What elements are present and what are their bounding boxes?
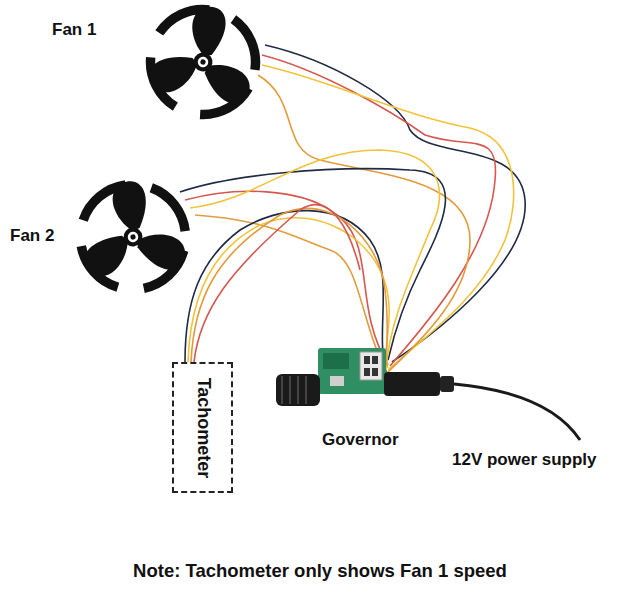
dashed-box: Tachometer: [172, 362, 233, 493]
fan-icon: [60, 164, 206, 310]
wire-bundle: [180, 45, 525, 374]
fan-label: Fan 1: [52, 20, 96, 40]
node-label: Tachometer: [192, 377, 213, 478]
note-text: Note: Tachometer only shows Fan 1 speed: [133, 560, 507, 582]
governor-board: [276, 348, 580, 440]
fan-label: Fan 2: [10, 226, 54, 246]
component-label: 12V power supply: [452, 450, 597, 470]
fan-icon: [125, 0, 281, 140]
component-label: Governor: [322, 430, 399, 450]
